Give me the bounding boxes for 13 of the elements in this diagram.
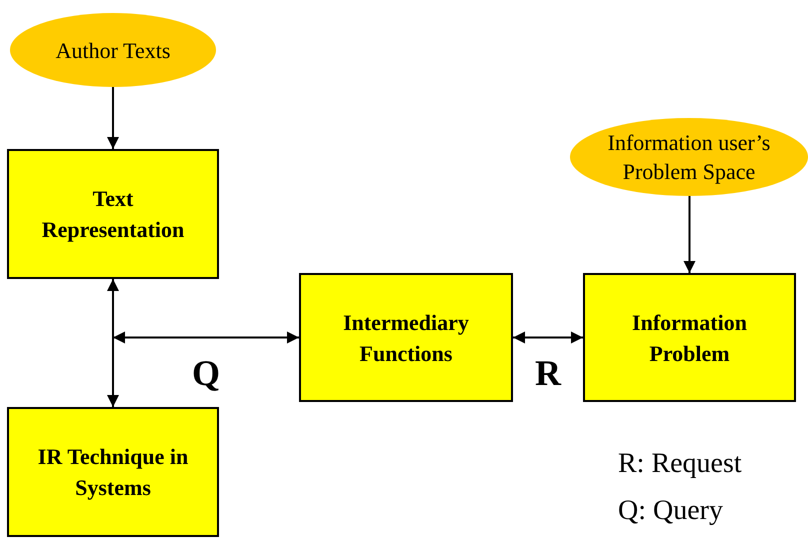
source-ellipse: Author Texts <box>10 13 216 87</box>
arrow <box>113 332 299 344</box>
process-box: Text Representation <box>7 149 219 279</box>
process-box: Intermediary Functions <box>299 273 513 402</box>
legend-note: Q: Query <box>618 495 723 527</box>
process-box: IR Technique in Systems <box>7 407 219 537</box>
process-box: Information Problem <box>583 273 796 402</box>
arrow <box>107 87 119 149</box>
arrow <box>107 279 119 407</box>
arrow <box>513 332 583 344</box>
arrow <box>684 196 696 273</box>
legend-note: R: Request <box>618 448 742 480</box>
source-ellipse: Information user’s Problem Space <box>570 118 808 196</box>
